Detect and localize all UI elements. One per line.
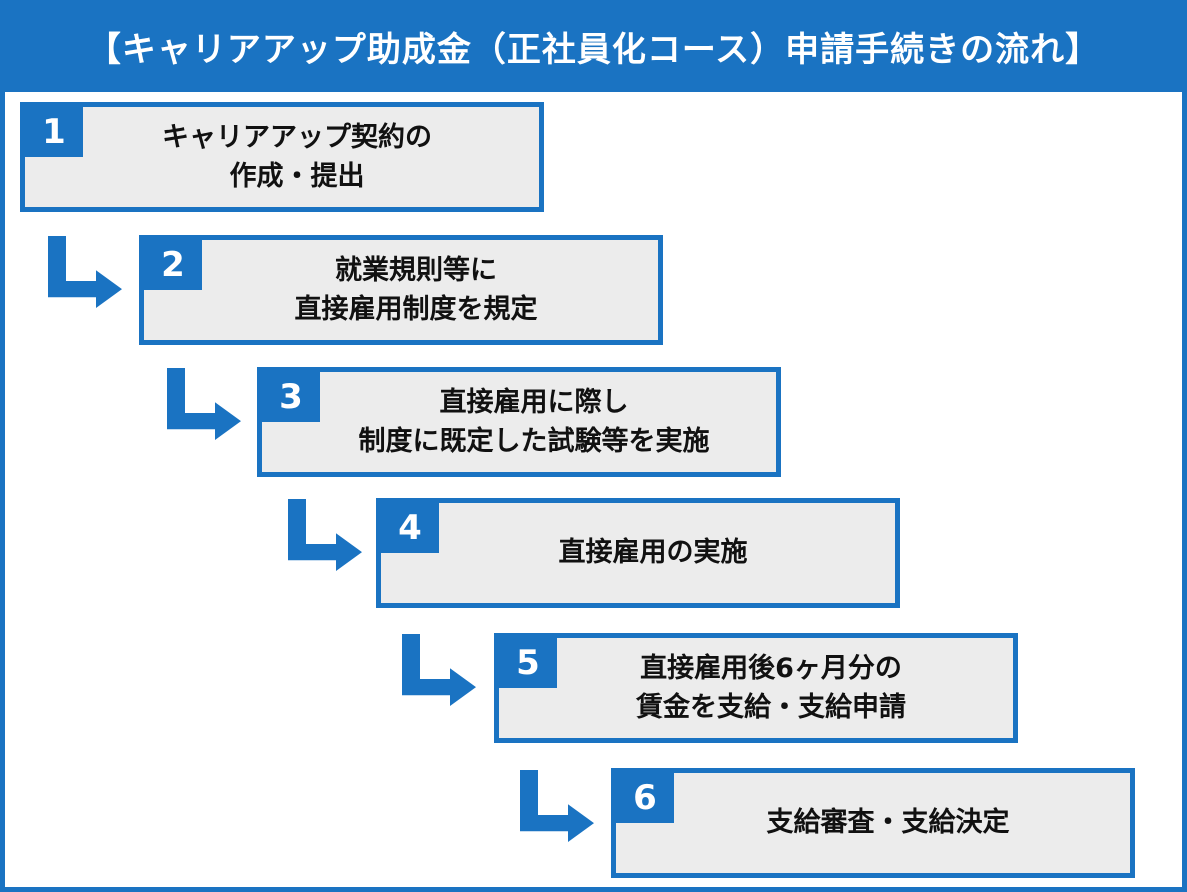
elbow-arrow-icon xyxy=(520,770,594,842)
step-3-number: 3 xyxy=(262,372,320,422)
step-5-number: 5 xyxy=(499,638,557,688)
step-2-text: 就業規則等に 直接雇用制度を規定 xyxy=(294,254,538,325)
elbow-arrow-icon xyxy=(48,236,122,308)
elbow-arrow-icon xyxy=(402,634,476,706)
step-4-text: 直接雇用の実施 xyxy=(558,537,748,569)
step-3-text: 直接雇用に際し 制度に既定した試験等を実施 xyxy=(358,386,710,457)
step-3-box: 3 直接雇用に際し 制度に既定した試験等を実施 xyxy=(257,367,781,477)
step-2-box: 2 就業規則等に 直接雇用制度を規定 xyxy=(139,235,663,345)
step-1-number: 1 xyxy=(25,107,83,157)
step-6-text: 支給審査・支給決定 xyxy=(766,807,1010,839)
step-4-number: 4 xyxy=(381,503,439,553)
step-6-box: 6 支給審査・支給決定 xyxy=(611,768,1135,878)
step-4-box: 4 直接雇用の実施 xyxy=(376,498,900,608)
step-1-text: キャリアアップ契約の 作成・提出 xyxy=(162,121,432,192)
step-1-box: 1 キャリアアップ契約の 作成・提出 xyxy=(20,102,544,212)
step-5-box: 5 直接雇用後6ヶ月分の 賃金を支給・支給申請 xyxy=(494,633,1018,743)
step-6-number: 6 xyxy=(616,773,674,823)
step-5-text: 直接雇用後6ヶ月分の 賃金を支給・支給申請 xyxy=(636,652,906,723)
elbow-arrow-icon xyxy=(288,499,362,571)
step-2-number: 2 xyxy=(144,240,202,290)
elbow-arrow-icon xyxy=(167,368,241,440)
diagram-title: 【キャリアアップ助成金（正社員化コース）申請手続きの流れ】 xyxy=(0,0,1187,92)
